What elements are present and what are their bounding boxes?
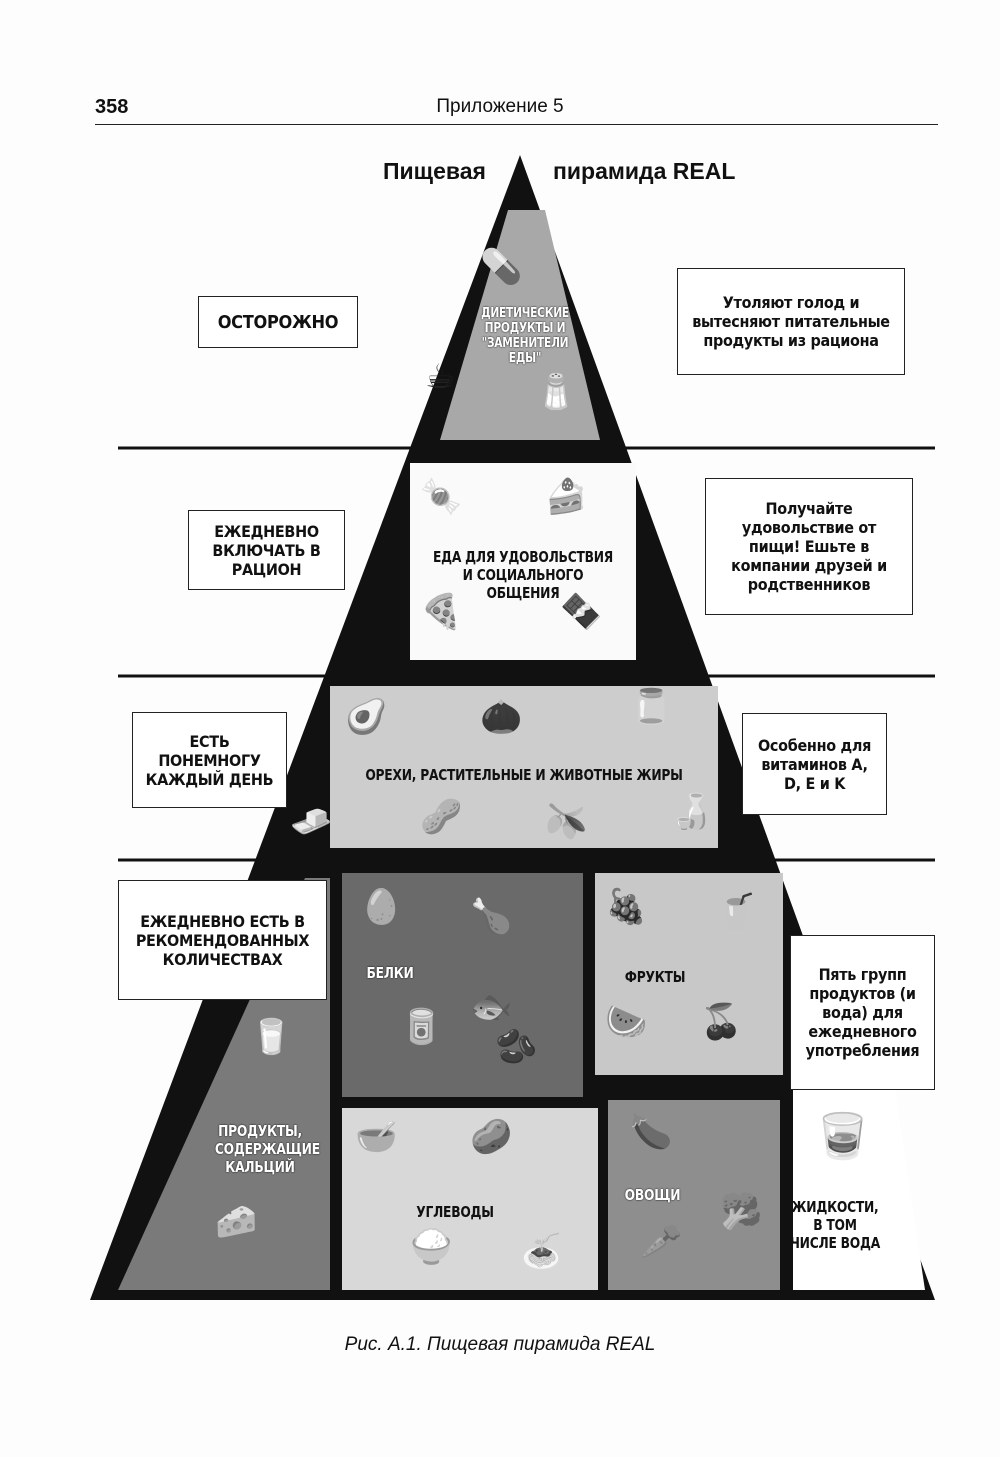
watermelon-icon: 🍉 <box>605 1003 648 1041</box>
note-vitamins: Особенно для витаминов A, D, E и K <box>742 713 887 815</box>
almond-icon: 🌰 <box>480 698 523 736</box>
figure-caption: Рис. А.1. Пищевая пирамида REAL <box>344 1334 656 1355</box>
note-recommended-amounts: ЕЖЕДНЕВНО ЕСТЬ В РЕКОМЕНДОВАННЫХ КОЛИЧЕС… <box>118 880 327 1000</box>
note-five-groups: Пять групп продуктов (и вода) для ежедне… <box>790 935 935 1090</box>
label-fats: ОРЕХИ, РАСТИТЕЛЬНЫЕ И ЖИВОТНЫЕ ЖИРЫ <box>365 766 683 784</box>
title-right: пирамида REAL <box>553 158 736 184</box>
note-eat-a-little: ЕСТЬ ПОНЕМНОГУ КАЖДЫЙ ДЕНЬ <box>132 712 287 808</box>
salt-shaker-icon: 🧂 <box>535 373 578 411</box>
eggplant-icon: 🍆 <box>630 1113 673 1151</box>
cheese-icon: 🧀 <box>215 1203 258 1241</box>
butter-tub-icon: 🧈 <box>290 803 333 841</box>
panel-protein <box>342 873 583 1097</box>
walnut-icon: 🥜 <box>420 798 463 836</box>
sweets-icon: 🍬 <box>420 478 463 516</box>
label-diet-products: ДИЕТИЧЕСКИЕ ПРОДУКТЫ И "ЗАМЕНИТЕЛИ ЕДЫ" <box>481 306 569 366</box>
label-carbs: УГЛЕВОДЫ <box>416 1203 494 1221</box>
page-number: 358 <box>95 96 129 118</box>
fruit-bowl-icon: 🍇 <box>605 888 648 926</box>
panel-fats <box>330 686 718 848</box>
panel-water <box>793 1090 925 1290</box>
label-calcium: ПРОДУКТЫ, СОДЕРЖАЩИЕ КАЛЬЦИЙ <box>214 1122 320 1176</box>
broccoli-icon: 🥦 <box>720 1193 763 1231</box>
label-water: ЖИДКОСТИ, В ТОМ ЧИСЛЕ ВОДА <box>789 1198 880 1252</box>
panel-vegetables <box>608 1100 780 1290</box>
jar-icon: 🫙 <box>630 688 673 726</box>
panel-pleasure-food <box>410 463 636 660</box>
note-diet-products: Утоляют голод и вытесняют питательные пр… <box>677 268 905 375</box>
note-caution: ОСТОРОЖНО <box>198 296 358 348</box>
label-fruits: ФРУКТЫ <box>624 968 686 986</box>
label-vegetables: ОВОЩИ <box>624 1186 681 1204</box>
chocolate-icon: 🍫 <box>560 593 603 631</box>
cereal-box-icon: 🥣 <box>355 1118 398 1156</box>
note-include-daily: ЕЖЕДНЕВНО ВКЛЮЧАТЬ В РАЦИОН <box>188 510 345 590</box>
potatoes-icon: 🥔 <box>470 1118 513 1156</box>
juice-glass-icon: 🥤 <box>715 893 758 931</box>
label-pleasure-food: ЕДА ДЛЯ УДОВОЛЬСТВИЯ И СОЦИАЛЬНОГО ОБЩЕН… <box>432 548 614 602</box>
eggs-icon: 🥚 <box>360 888 403 926</box>
panel-carbs <box>342 1108 598 1290</box>
beans-icon: 🫘 <box>495 1028 538 1066</box>
chicken-icon: 🍗 <box>470 898 513 936</box>
header-rule <box>95 124 938 125</box>
olives-icon: 🫒 <box>545 803 588 841</box>
label-protein: БЕЛКИ <box>366 964 414 982</box>
title-left: Пищевая <box>383 158 486 184</box>
sardine-can-icon: 🥫 <box>400 1008 443 1046</box>
running-title: Приложение 5 <box>436 96 564 117</box>
panel-fruits <box>595 873 783 1075</box>
fish-icon: 🐟 <box>470 988 513 1026</box>
cherries-icon: 🍒 <box>700 1003 743 1041</box>
avocado-icon: 🥑 <box>345 698 388 736</box>
oil-bottle-icon: 🍶 <box>670 793 713 831</box>
cake-icon: 🍰 <box>545 478 588 516</box>
milk-carton-icon: 🥛 <box>250 1018 293 1056</box>
diet-pill-icon: 💊 <box>480 248 523 286</box>
coffee-cup-icon: ☕ <box>425 358 456 396</box>
pizza-icon: 🍕 <box>420 593 463 631</box>
rice-bowl-icon: 🍚 <box>410 1228 453 1266</box>
pasta-fork-icon: 🍝 <box>520 1233 563 1271</box>
panel-diet-products <box>440 210 600 440</box>
water-glass-icon: 🥃 <box>815 1112 870 1161</box>
carrots-icon: 🥕 <box>640 1223 683 1261</box>
note-enjoy-food: Получайте удовольствие от пищи! Ешьте в … <box>705 478 913 615</box>
